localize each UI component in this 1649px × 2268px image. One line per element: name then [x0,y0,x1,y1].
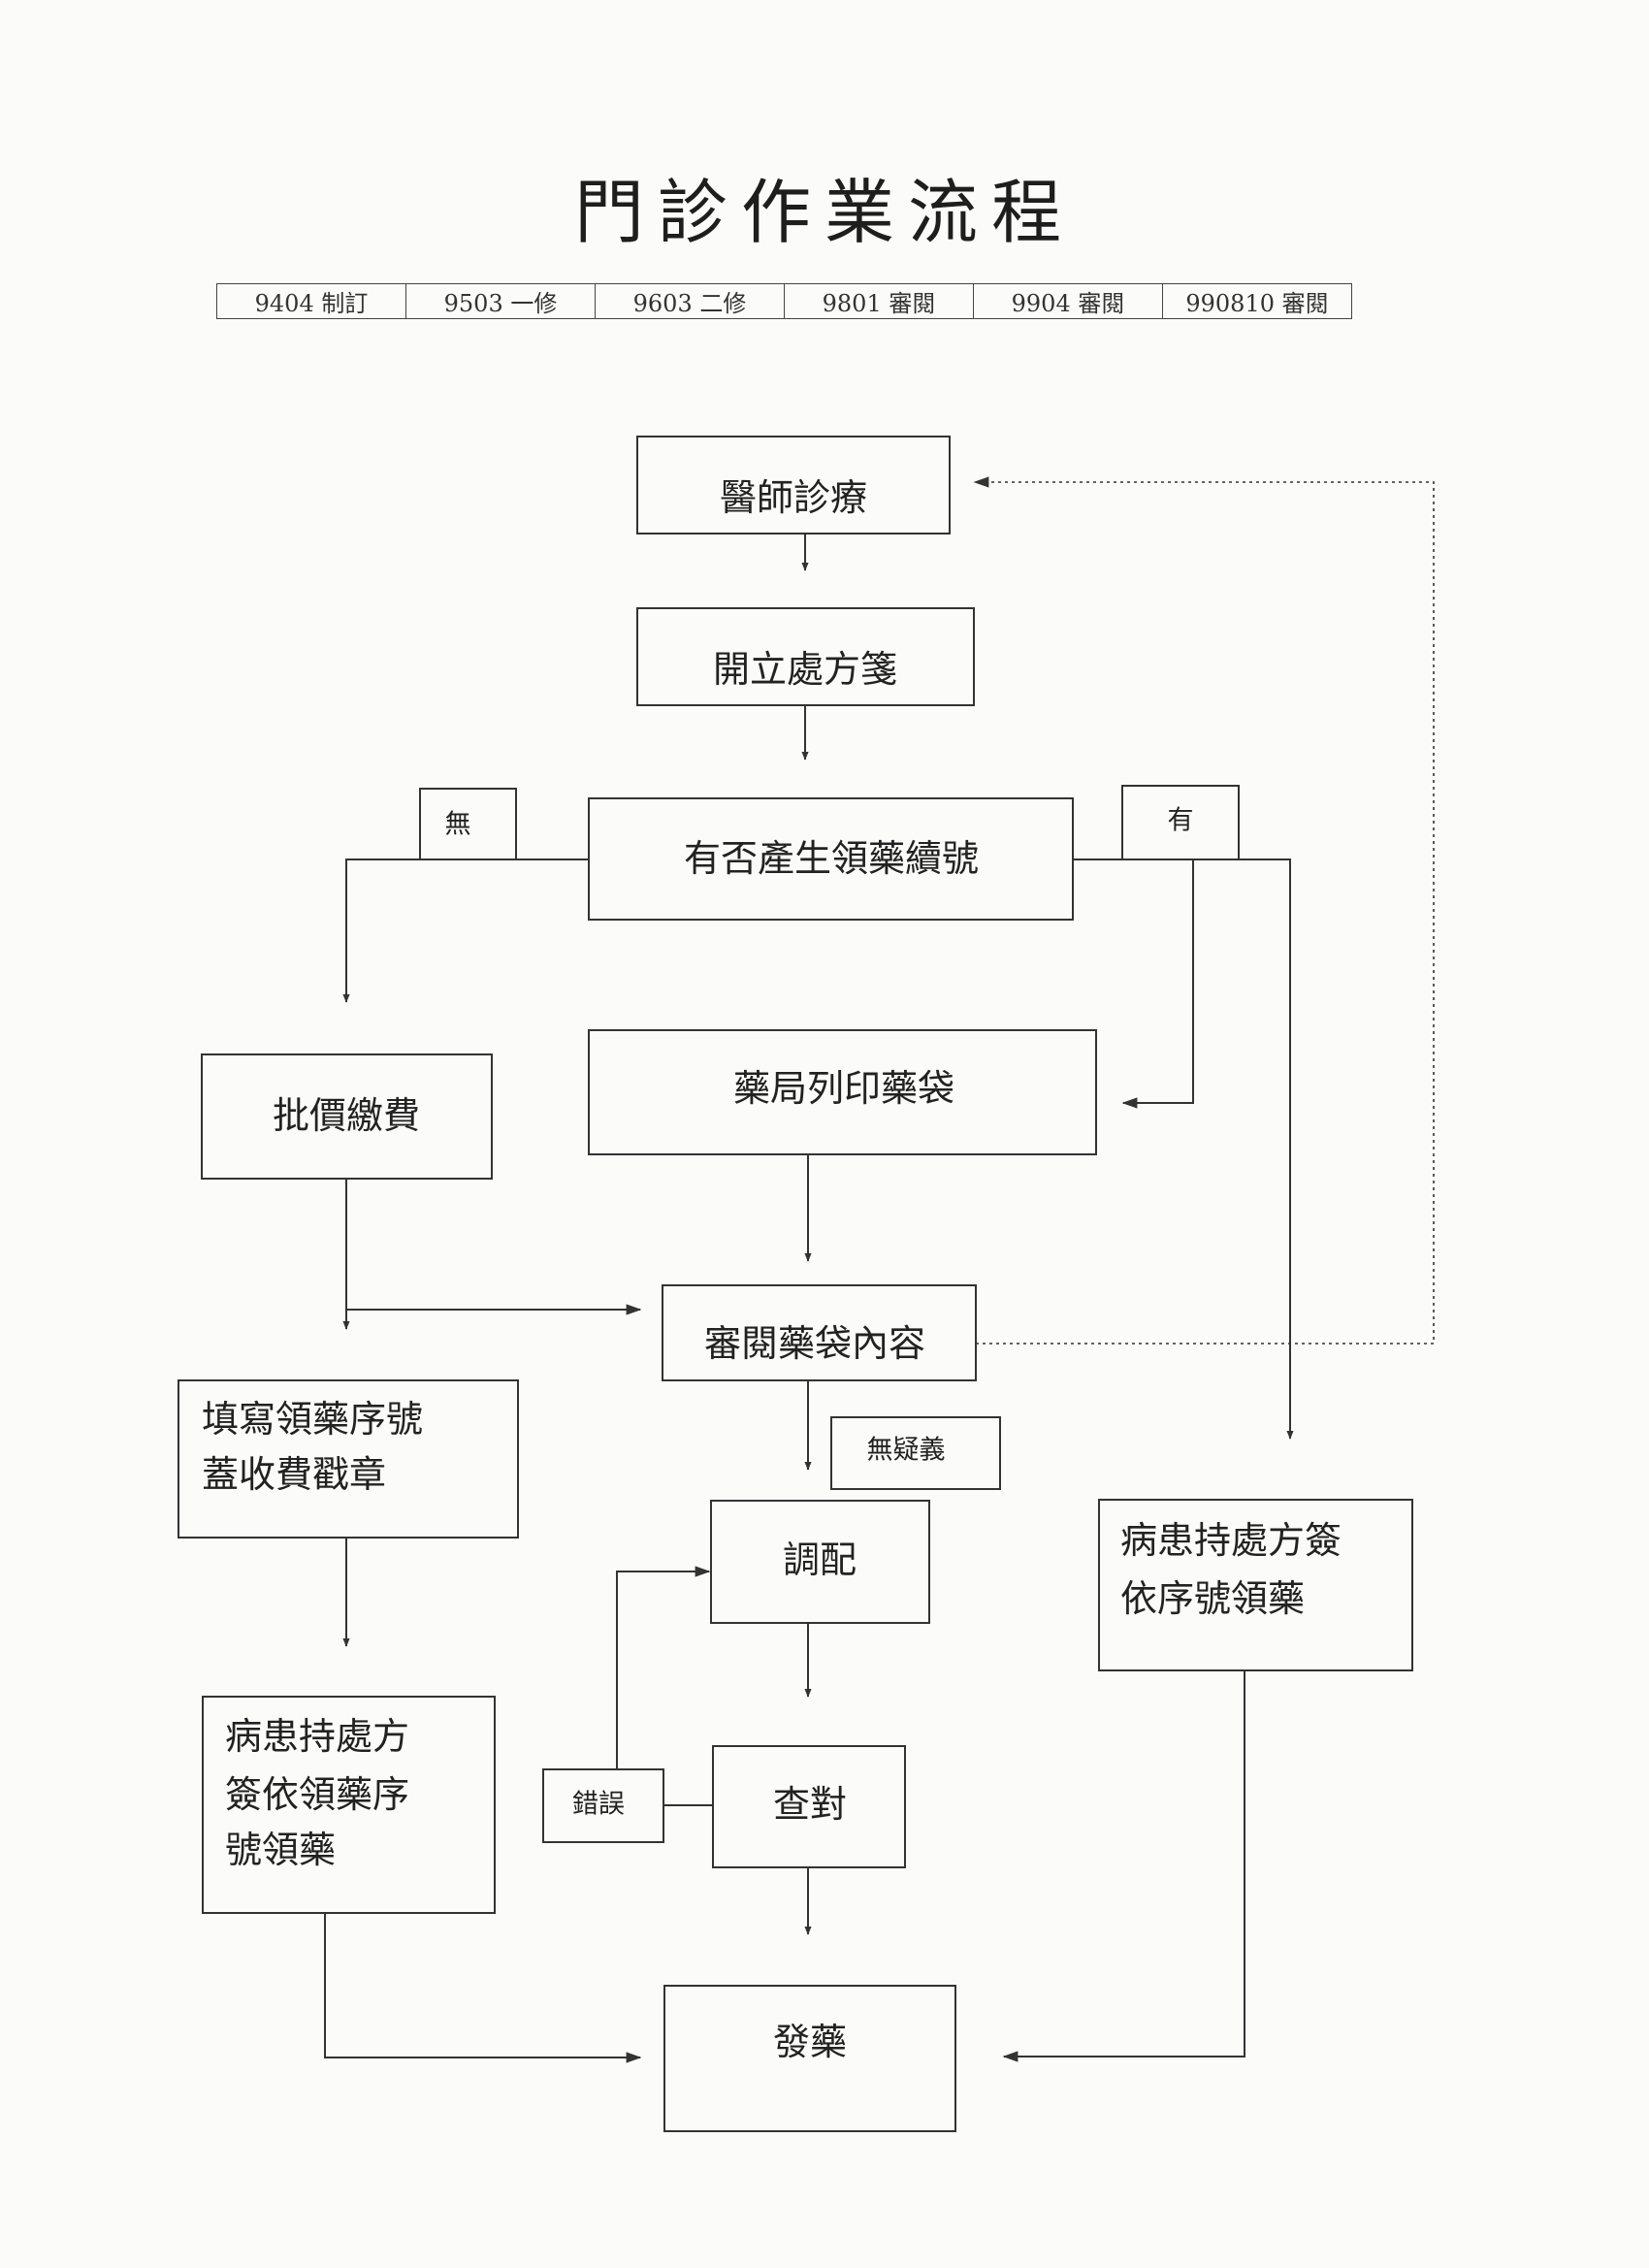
print-bag-box [588,1029,1097,1155]
node-refill-check: 有否產生領藥續號 [684,837,979,880]
node-print-bag: 藥局列印藥袋 [733,1067,954,1110]
arrow-review-feedback-loop [973,476,1435,1345]
node-prescribe: 開立處方箋 [713,648,897,691]
fill-number-box [178,1379,519,1539]
arrow-no-branch [342,859,589,1003]
node-pickup-left-line2: 簽依領藥序 [225,1773,409,1816]
arrow-left-pickup-to-dispense [324,1913,642,2063]
label-no-doubt: 無疑義 [867,1436,946,1466]
node-verify: 查對 [773,1783,847,1826]
revision-cell: 9404 制訂 [216,283,406,319]
arrow-error-to-prep [616,1566,711,1769]
node-pickup-right-line2: 依序號領藥 [1120,1577,1305,1620]
node-pickup-left-line1: 病患持處方 [225,1715,409,1758]
revision-cell: 9603 二修 [595,283,785,319]
revision-cell: 9503 一修 [405,283,596,319]
doctor-visit-box [636,436,951,535]
revision-cell: 9801 審閱 [784,283,974,319]
node-pricing-payment: 批價繳費 [273,1094,420,1137]
arrow-right-pickup-to-dispense [1002,1670,1245,2062]
review-bag-box [662,1284,977,1381]
dispense-prep-box [710,1500,930,1624]
node-doctor-visit: 醫師診療 [720,476,867,519]
node-fill-number-line2: 蓋收費戳章 [202,1453,386,1496]
dispense-box [663,1985,956,2132]
revision-table: 9404 制訂 9503 一修 9603 二修 9801 審閱 9904 審閱 … [216,283,1352,319]
node-fill-number-line1: 填寫領藥序號 [202,1398,423,1441]
label-yes: 有 [1168,806,1194,836]
label-no: 無 [445,810,471,840]
patient-pickup-left-box [202,1696,496,1914]
revision-cell: 9904 審閱 [973,283,1163,319]
revision-cell: 990810 審閱 [1162,283,1352,319]
node-review-bag: 審閱藥袋內容 [704,1322,925,1365]
arrow-yes-to-pickup [1193,859,1294,1440]
node-pickup-right-line1: 病患持處方簽 [1120,1519,1342,1562]
node-dispense: 發藥 [773,2021,847,2063]
label-error: 錯誤 [572,1790,625,1820]
arrow-yes-to-print [1073,859,1194,1109]
node-pickup-left-line3: 號領藥 [225,1829,336,1871]
node-dispense-prep: 調配 [783,1539,857,1581]
page-title: 門診作業流程 [573,172,1075,253]
patient-pickup-right-box [1098,1499,1413,1671]
no-doubt-box [830,1416,1001,1490]
